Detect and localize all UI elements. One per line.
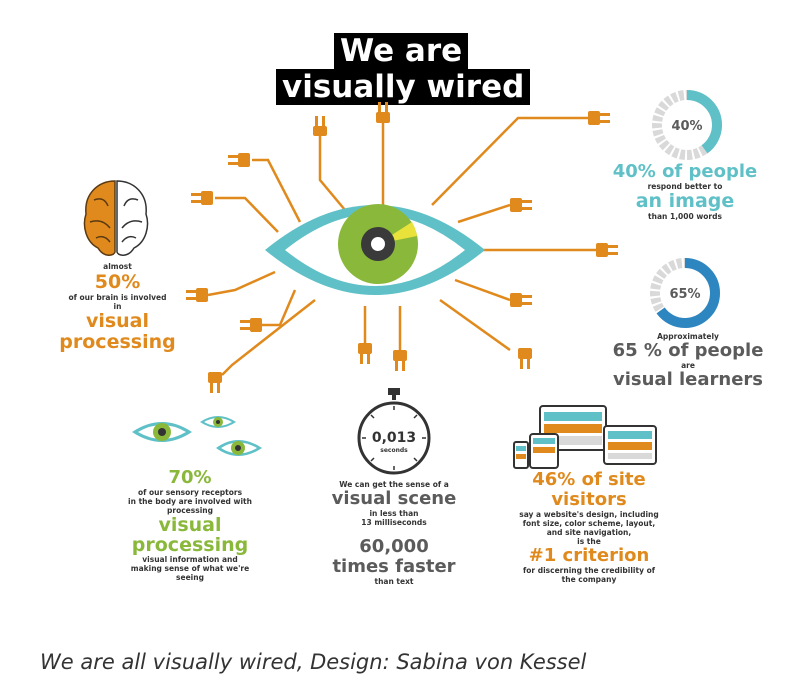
stat-image-line2: respond better to	[647, 182, 723, 191]
plug-icons	[186, 102, 618, 393]
stat-receptors-line5: making sense of what we're	[130, 564, 250, 573]
stat-speed-line2: in less than	[369, 509, 419, 518]
devices-icon	[513, 405, 657, 469]
stat-site-line6: the company	[561, 575, 617, 584]
stat-speed: We can get the sense of a visual scene i…	[314, 480, 474, 586]
donut-65-label: 65%	[669, 287, 700, 302]
stat-receptors-line3: processing	[167, 506, 213, 515]
stat-image: 40% of people respond better to an image…	[600, 161, 770, 222]
stat-speed-big2: times faster	[332, 556, 456, 577]
stat-receptors-line6: seeing	[176, 573, 204, 582]
plug-wires	[207, 116, 596, 376]
stat-brain-highlight2: processing	[59, 331, 176, 353]
stat-receptors-value: 70%	[168, 467, 212, 488]
stat-learners-prefix: Approximately	[657, 332, 719, 341]
stat-site-headline1: 46% of site	[532, 469, 646, 490]
title-line-1: We are	[334, 33, 469, 69]
title-line-2: visually wired	[276, 69, 531, 105]
donut-40-label: 40%	[671, 119, 702, 134]
stat-brain-highlight1: visual	[85, 310, 150, 332]
stat-speed-line3: 13 milliseconds	[361, 518, 427, 527]
stat-site-line1: say a website's design, including	[519, 510, 659, 519]
image-caption: We are all visually wired, Design: Sabin…	[40, 650, 587, 674]
stat-brain-middle2: in	[113, 302, 122, 311]
donut-65: 65%	[650, 258, 720, 328]
stopwatch-value: 0,013	[372, 430, 416, 446]
stat-image-highlight: an image	[635, 190, 735, 212]
stat-receptors-line2: in the body are involved with	[128, 497, 252, 506]
stat-brain: almost 50% of our brain is involved in v…	[40, 262, 195, 353]
stat-site-line5: for discerning the credibility of	[523, 566, 655, 575]
stat-learners: Approximately 65 % of people are visual …	[600, 332, 776, 390]
stat-speed-big1: 60,000	[359, 536, 429, 557]
stat-speed-line1: We can get the sense of a	[339, 480, 449, 489]
stat-receptors-highlight2: processing	[131, 534, 249, 556]
small-eyes-icon	[132, 416, 262, 456]
stat-learners-line2: are	[681, 361, 695, 370]
stat-site-headline2: visitors	[551, 489, 627, 510]
stat-speed-highlight: visual scene	[331, 488, 457, 509]
stat-site-line4: is the	[577, 537, 601, 546]
infographic: We are visually wired	[40, 33, 776, 586]
stat-site: 46% of site visitors say a website's des…	[506, 469, 672, 585]
stat-learners-highlight: visual learners	[612, 369, 764, 390]
brain-icon	[83, 180, 149, 256]
stat-brain-value: 50%	[94, 271, 141, 293]
stat-speed-line4: than text	[374, 577, 414, 586]
stat-site-highlight: #1 criterion	[528, 545, 650, 566]
stat-brain-prefix: almost	[103, 262, 132, 271]
stat-learners-headline: 65 % of people	[612, 340, 764, 361]
stat-receptors: 70% of our sensory receptors in the body…	[110, 467, 270, 583]
stat-receptors-line1: of our sensory receptors	[137, 488, 243, 497]
stat-brain-middle: of our brain is involved	[68, 293, 167, 302]
stat-receptors-line4: visual information and	[142, 555, 238, 564]
stat-receptors-highlight1: visual	[158, 514, 222, 536]
stat-image-headline: 40% of people	[612, 161, 758, 182]
stopwatch-unit: seconds	[380, 447, 408, 454]
donut-40: 40%	[652, 90, 722, 160]
eye-icon	[265, 204, 485, 295]
stat-image-line3: than 1,000 words	[648, 212, 722, 221]
stopwatch-icon: 0,013 seconds	[357, 388, 431, 475]
stat-site-line3: and site navigation,	[546, 528, 632, 537]
eye-wires-graphic	[186, 102, 618, 393]
stat-site-line2: font size, color scheme, layout,	[522, 519, 656, 528]
